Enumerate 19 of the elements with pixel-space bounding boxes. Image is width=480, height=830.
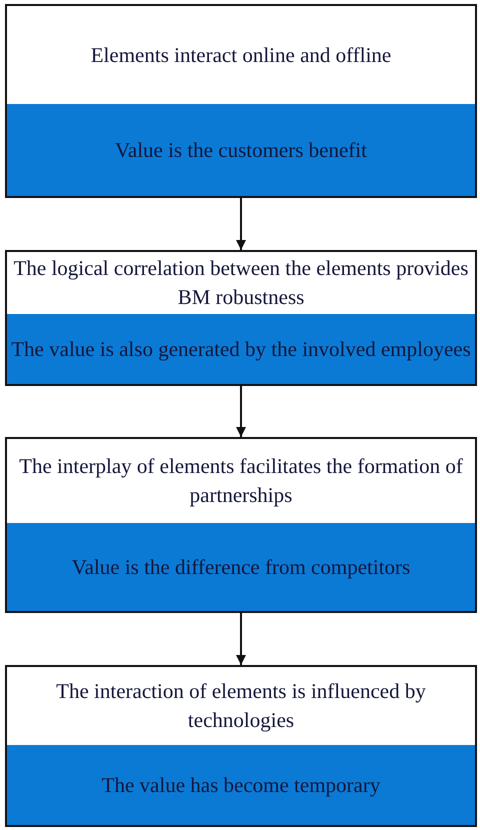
box-text: Value is the customers benefit <box>114 136 368 164</box>
process-box <box>5 437 477 613</box>
value-band <box>7 745 475 825</box>
value-band <box>7 314 475 384</box>
box-text: Value is the difference from competitors <box>70 554 412 580</box>
box-text: The interaction of elements is influenced by technologies <box>55 678 427 734</box>
process-box <box>5 4 477 198</box>
value-band <box>7 523 475 611</box>
value-band <box>7 104 475 196</box>
arrow <box>236 386 246 437</box>
box-text: The value has become temporary <box>100 772 382 798</box>
box-text: The value is also generated by the involved employees <box>10 336 472 362</box>
process-box <box>5 250 477 386</box>
arrow <box>236 198 246 250</box>
box-text: Elements interact online and offline <box>90 42 392 68</box>
process-box <box>5 665 477 827</box>
arrow <box>236 613 246 665</box>
box-text: The logical correlation between the elements provides BM robustness <box>13 255 469 311</box>
box-text: The interplay of elements facilitates the formation of partnerships <box>18 453 464 509</box>
